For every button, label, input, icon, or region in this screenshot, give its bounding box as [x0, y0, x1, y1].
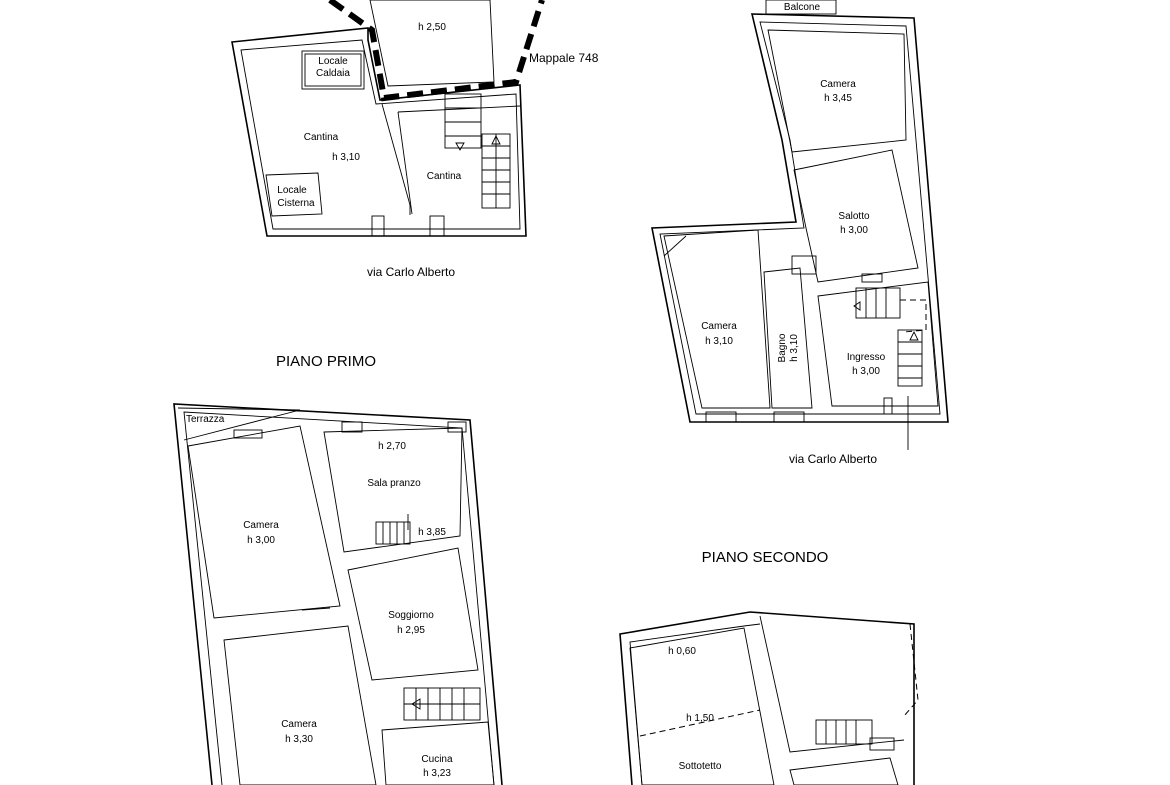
room-sala-pranzo: [323, 427, 463, 553]
upper-right-outline: [651, 13, 949, 423]
room-label: Sottotetto: [679, 761, 722, 772]
room-label: Caldaia: [316, 68, 350, 79]
plan-basement: h 2,50 Locale Caldaia Cantina h 3,10 Loc…: [231, 0, 599, 279]
mappale-boundary: [328, 0, 545, 102]
ingresso-stairs: [853, 287, 927, 387]
room-height: h 3,00: [852, 366, 880, 377]
room-label: Soggiorno: [388, 610, 434, 621]
terrazza: [177, 407, 301, 441]
basement-inner-outline: [240, 39, 521, 230]
room-height: h 3,85: [418, 527, 446, 538]
room-label: Salotto: [838, 211, 870, 222]
room-ingresso: [817, 281, 939, 407]
room-height: h 2,50: [418, 22, 446, 33]
room-caldaia: [301, 50, 365, 90]
room-cucina: [381, 721, 495, 785]
room-sottotetto: [629, 627, 775, 785]
secondo-stairs: [815, 719, 873, 745]
window: [429, 215, 445, 237]
room-label: Locale: [318, 56, 348, 67]
room-height: h 3,10: [332, 152, 360, 163]
room-height: h 0,60: [668, 646, 696, 657]
room-camera-left: [663, 229, 771, 409]
street-label: via Carlo Alberto: [367, 265, 455, 279]
room-salotto: [793, 149, 919, 283]
room-label: Cucina: [421, 754, 453, 765]
room-label: Camera: [820, 79, 856, 90]
room-label: Bagno: [777, 333, 788, 362]
room-label: Sala pranzo: [367, 478, 421, 489]
room-label: Balcone: [784, 2, 821, 13]
room-label: Cantina: [304, 132, 339, 143]
room-camera-top: [767, 29, 907, 153]
room-label: Camera: [701, 321, 737, 332]
secondo-outline: [619, 611, 915, 785]
room-label: Terrazza: [186, 414, 225, 425]
window: [371, 215, 385, 237]
mappale-label: Mappale 748: [529, 51, 599, 65]
primo-stairs-upper: [375, 514, 411, 545]
room-label: Cisterna: [277, 198, 315, 209]
plan-upper-right: Balcone Camera h 3,45 Salotto h 3,00 Cam…: [651, 0, 949, 466]
door: [883, 397, 893, 415]
room-label: Camera: [243, 520, 279, 531]
window: [773, 411, 805, 423]
plan-title: PIANO PRIMO: [276, 353, 376, 370]
plan-piano-primo: PIANO PRIMO: [173, 353, 503, 785]
room-label: Cantina: [427, 171, 462, 182]
room-cisterna: [265, 172, 323, 217]
room-height: h 3,10: [789, 334, 800, 362]
room-top: [369, 0, 495, 87]
room-height: h 2,70: [378, 441, 406, 452]
primo-outline: [173, 403, 503, 785]
balcone: [765, 0, 837, 15]
room-bagno: [763, 267, 813, 409]
room-height: h 3,45: [824, 93, 852, 104]
room-height: h 2,95: [397, 625, 425, 636]
room-label: Camera: [281, 719, 317, 730]
plan-piano-secondo: PIANO SECONDO h 0,60 h 1,50 Sottotetto: [619, 549, 919, 785]
room-height: h 3,30: [285, 734, 313, 745]
room-height: h 1,50: [686, 713, 714, 724]
upper-right-inner: [659, 21, 941, 415]
room-lower-right: [789, 757, 899, 785]
room-height: h 3,10: [705, 336, 733, 347]
room-label: Ingresso: [847, 352, 886, 363]
window: [705, 411, 737, 423]
room-soggiorno: [347, 547, 479, 681]
height-line: [639, 709, 761, 737]
room-height: h 3,00: [247, 535, 275, 546]
room-camera-b: [223, 625, 377, 785]
room-label: Locale: [277, 185, 307, 196]
room-camera-a: [187, 425, 341, 619]
plan-title: PIANO SECONDO: [702, 549, 829, 566]
street-label: via Carlo Alberto: [789, 452, 877, 466]
primo-stairs-lower: [403, 687, 481, 721]
room-height: h 3,23: [423, 768, 451, 779]
basement-stairs: [444, 93, 511, 209]
room-height: h 3,00: [840, 225, 868, 236]
